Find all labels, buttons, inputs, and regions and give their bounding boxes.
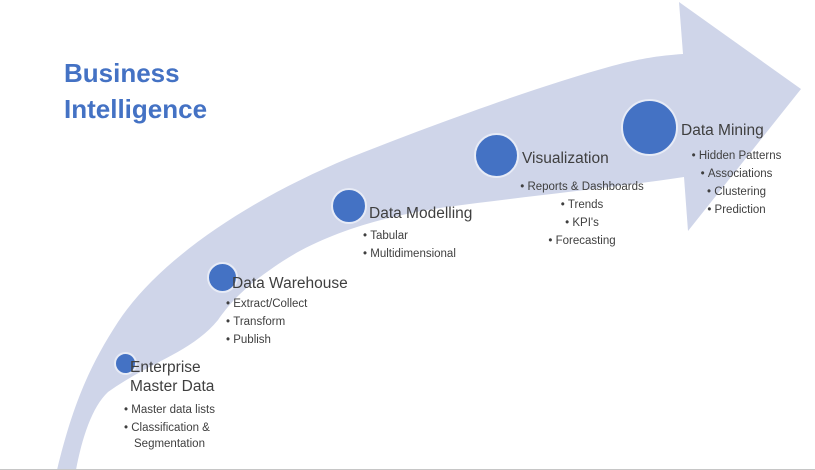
milestone-title: Visualization: [522, 150, 609, 167]
bullet-item: Forecasting: [502, 233, 662, 249]
milestone-circle: [621, 99, 678, 156]
bullet-item: Classification & Segmentation: [124, 420, 249, 452]
page-title: Business Intelligence: [64, 58, 208, 124]
milestone-circle: [474, 133, 519, 178]
bullet-item: Reports & Dashboards: [502, 179, 662, 195]
milestone-circle: [207, 262, 238, 293]
milestone-bullet-list: TabularMultidimensional: [363, 228, 513, 264]
milestone-bullet-list: Extract/CollectTransformPublish: [226, 296, 356, 350]
bullet-item: Clustering: [674, 184, 799, 200]
milestone-title: Enterprise Master Data: [130, 359, 215, 395]
milestone-bullet-list: Hidden PatternsAssociationsClusteringPre…: [674, 148, 799, 220]
milestone-bullet-list: Reports & DashboardsTrendsKPI'sForecasti…: [502, 179, 662, 251]
bullet-item: Extract/Collect: [226, 296, 356, 312]
growth-arrow-shape: [57, 2, 801, 470]
bullet-item: Publish: [226, 332, 356, 348]
bullet-item: Associations: [674, 166, 799, 182]
bullet-item: Hidden Patterns: [674, 148, 799, 164]
milestone-circle: [114, 352, 137, 375]
bullet-item: Multidimensional: [363, 246, 513, 262]
bullet-item: Transform: [226, 314, 356, 330]
bullet-item: Master data lists: [124, 402, 249, 418]
bullet-item: Tabular: [363, 228, 513, 244]
bullet-item: Prediction: [674, 202, 799, 218]
milestone-title: Data Mining: [681, 122, 764, 139]
milestone-circle: [331, 188, 367, 224]
milestone-title: Data Modelling: [369, 205, 473, 222]
milestone-title: Data Warehouse: [232, 275, 348, 292]
bullet-item: Trends: [502, 197, 662, 213]
bullet-item: KPI's: [502, 215, 662, 231]
milestone-bullet-list: Master data listsClassification & Segmen…: [124, 402, 249, 454]
